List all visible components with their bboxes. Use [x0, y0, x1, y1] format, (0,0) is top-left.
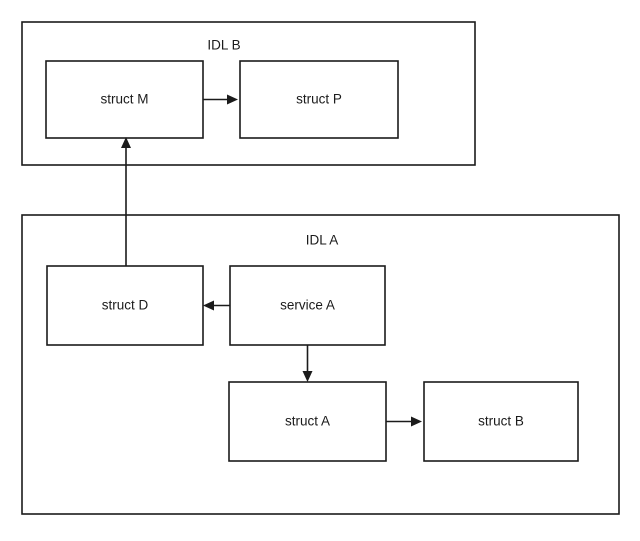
node-struct-p[interactable]: struct P: [239, 60, 399, 139]
arrow-head-down-icon: [302, 371, 313, 382]
node-struct-b-rect[interactable]: [423, 381, 579, 462]
group-idl-a-label: IDL A: [306, 233, 339, 248]
node-struct-a-rect[interactable]: [228, 381, 387, 462]
edge-struct-m-to-struct-p[interactable]: [203, 94, 238, 105]
edge-struct-a-to-struct-b[interactable]: [386, 416, 422, 427]
node-struct-m-label: struct M: [100, 92, 148, 107]
edge-struct-d-to-struct-m[interactable]: [121, 137, 131, 266]
node-service-a-rect[interactable]: [229, 265, 386, 346]
node-struct-m[interactable]: struct M: [45, 60, 204, 139]
node-struct-m-rect[interactable]: [45, 60, 204, 139]
group-idl-a-rect[interactable]: [21, 214, 620, 515]
edge-service-a-to-struct-d[interactable]: [203, 300, 230, 311]
arrow-head-right-icon: [411, 416, 422, 427]
node-struct-p-label: struct P: [296, 92, 342, 107]
node-service-a[interactable]: service A: [229, 265, 386, 346]
node-struct-a[interactable]: struct A: [228, 381, 387, 462]
node-struct-d[interactable]: struct D: [46, 265, 204, 346]
arrow-head-up-icon: [121, 137, 131, 148]
arrow-head-left-icon: [203, 300, 214, 311]
group-idl-b-label: IDL B: [207, 38, 240, 53]
node-struct-d-label: struct D: [102, 298, 149, 313]
arrow-head-right-icon: [227, 94, 238, 105]
group-idl-a[interactable]: IDL A: [21, 214, 620, 515]
node-service-a-label: service A: [280, 298, 335, 313]
node-struct-p-rect[interactable]: [239, 60, 399, 139]
node-struct-b-label: struct B: [478, 414, 524, 429]
node-struct-b[interactable]: struct B: [423, 381, 579, 462]
edge-service-a-to-struct-a[interactable]: [302, 345, 313, 382]
node-struct-a-label: struct A: [285, 414, 330, 429]
